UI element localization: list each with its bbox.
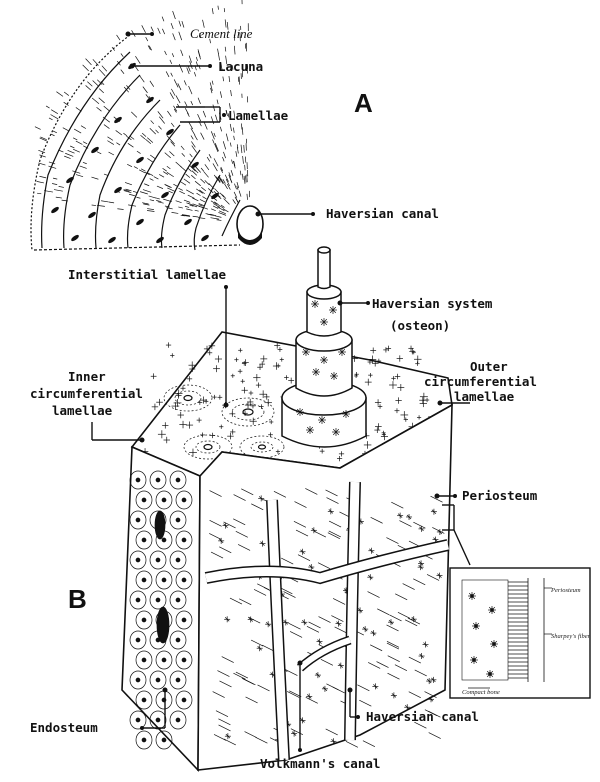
haversian-system-sublabel: (osteon)	[390, 318, 450, 333]
top-osteon-rings	[163, 384, 285, 460]
periosteum-label: Periosteum	[462, 488, 538, 503]
inset-compact-bone-label: Compact bone	[462, 689, 500, 696]
inner-circ-label-1: Inner	[68, 369, 106, 384]
haversian-system-label: Haversian system	[372, 296, 493, 311]
lamellae-callout	[176, 106, 226, 123]
volkmanns-canal-label: Volkmann's canal	[260, 756, 380, 771]
outer-circumferential-callout	[437, 400, 470, 406]
panel-b-label: B	[68, 584, 87, 614]
haversian-canal-a-callout	[255, 211, 315, 217]
outer-circ-label-2: circumferential	[424, 374, 537, 389]
cement-line-label: Cement line	[190, 26, 253, 41]
sharpeys-fiber-inset	[449, 567, 591, 699]
lacuna-callout	[129, 63, 212, 69]
raised-osteon-cylinder	[281, 246, 367, 448]
inner-circumferential-callout	[91, 422, 145, 443]
interstitial-lamellae-callout	[223, 285, 229, 408]
interstitial-lamellae-label: Interstitial lamellae	[68, 267, 227, 282]
compact-bone-block	[121, 246, 453, 772]
inset-periosteum-label: Periosteum	[550, 587, 581, 594]
haversian-canal-a-label: Haversian canal	[326, 206, 439, 221]
haversian-system-callout	[337, 300, 370, 306]
lamellae-label: Lamellae	[228, 108, 289, 123]
cement-line-callout	[125, 31, 154, 37]
outer-circ-label-3: lamellae	[454, 389, 515, 404]
inset-sharpeys-fiber-label: Sharpey's fiber	[551, 633, 591, 640]
lacuna-label: Lacuna	[218, 59, 263, 74]
haversian-canal-b-label: Haversian canal	[366, 709, 479, 724]
endosteum-callout	[140, 687, 168, 730]
inner-circ-label-3: lamellae	[52, 403, 113, 418]
periosteum-callout	[434, 493, 471, 566]
volkmanns-canal-callout	[297, 660, 303, 752]
inner-circ-label-2: circumferential	[30, 386, 143, 401]
panel-a-label: A	[354, 88, 373, 118]
osteon-wedge-illustration	[30, 0, 264, 251]
endosteum-label: Endosteum	[30, 720, 98, 735]
haversian-canal-b-callout	[347, 687, 360, 719]
outer-circ-label-1: Outer	[470, 359, 508, 374]
